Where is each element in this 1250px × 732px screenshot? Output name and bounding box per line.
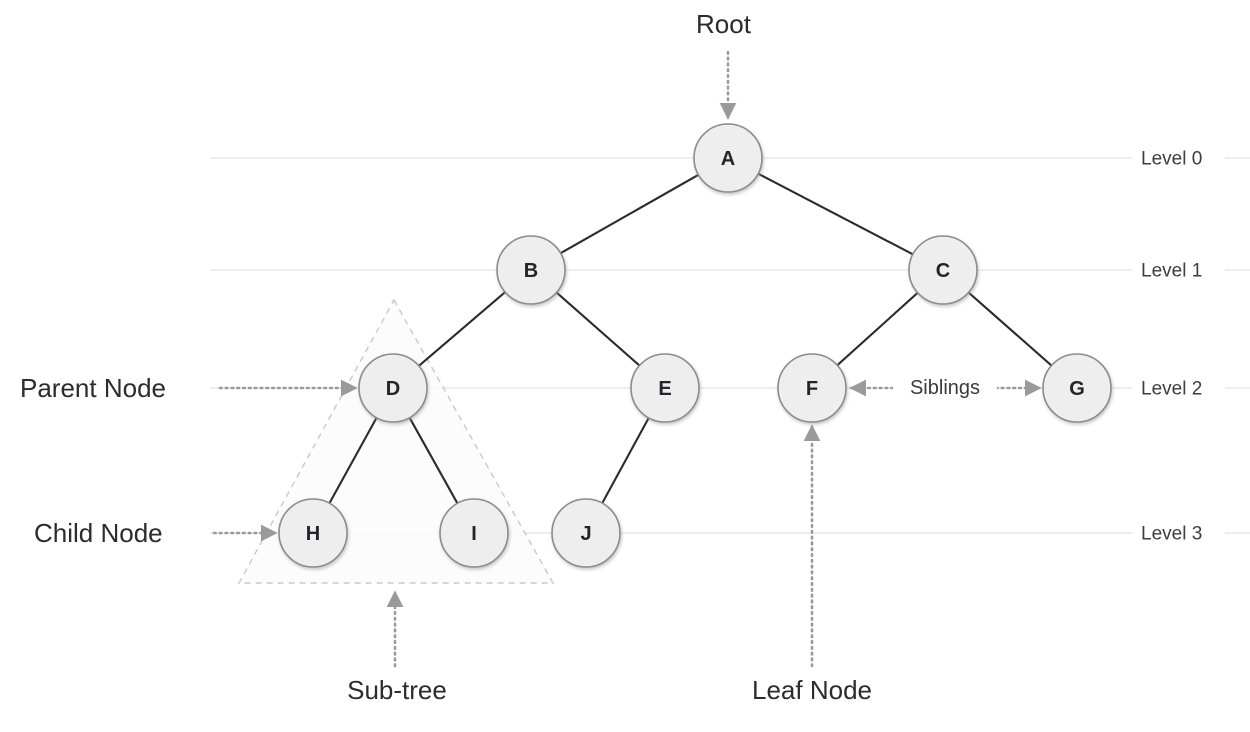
tree-node-C[interactable]: C (908, 235, 978, 305)
sub-tree-label: Sub-tree (347, 675, 447, 705)
node-circle-E (630, 353, 700, 423)
node-label-D: D (386, 378, 400, 400)
leaf-node-label: Leaf Node (752, 675, 872, 705)
node-label-F: F (806, 378, 818, 400)
tree-node-G[interactable]: G (1042, 353, 1112, 423)
parent-node-label: Parent Node (20, 373, 166, 403)
node-label-A: A (721, 148, 735, 170)
level-label-3: Level 3 (1141, 524, 1202, 545)
tree-edges-group (327, 172, 1054, 506)
node-circle-J (551, 498, 621, 568)
tree-edge-E-J (600, 415, 651, 506)
tree-node-H[interactable]: H (278, 498, 348, 568)
node-label-I: I (471, 523, 477, 545)
tree-node-J[interactable]: J (551, 498, 621, 568)
level-label-backdrop-0 (1133, 146, 1225, 170)
tree-node-E[interactable]: E (630, 353, 700, 423)
tree-node-B[interactable]: B (496, 235, 566, 305)
level-labels-group: Level 0 Level 1 Level 2 Level 3 (1133, 146, 1225, 545)
level-label-0: Level 0 (1141, 149, 1202, 170)
node-circle-F (777, 353, 847, 423)
node-circle-H (278, 498, 348, 568)
level-label-backdrop-1 (1133, 258, 1225, 282)
node-label-B: B (524, 260, 538, 282)
siblings-label: Siblings (910, 377, 980, 399)
tree-edge-C-F (835, 291, 920, 367)
node-label-E: E (658, 378, 671, 400)
level-label-backdrop-3 (1133, 521, 1225, 545)
tree-edge-D-I (408, 415, 459, 506)
node-circle-D (358, 353, 428, 423)
tree-edge-B-D (417, 290, 507, 368)
node-label-C: C (936, 260, 950, 282)
node-label-J: J (580, 523, 591, 545)
node-label-G: G (1069, 378, 1085, 400)
tree-node-D[interactable]: D (358, 353, 428, 423)
root-label: Root (696, 9, 752, 39)
node-label-H: H (306, 523, 320, 545)
tree-edge-A-B (558, 173, 701, 255)
node-circle-A (693, 123, 763, 193)
tree-edge-D-H (327, 415, 379, 506)
node-circle-B (496, 235, 566, 305)
node-circle-G (1042, 353, 1112, 423)
tree-edge-C-G (966, 290, 1054, 368)
level-label-backdrop-2 (1133, 376, 1225, 400)
tree-node-I[interactable]: I (439, 498, 509, 568)
tree-edge-B-E (554, 290, 642, 368)
tree-nodes-group: A B C D E F G H I J (278, 123, 1112, 568)
tree-edge-A-C (756, 172, 915, 256)
tree-node-F[interactable]: F (777, 353, 847, 423)
siblings-label-backdrop (893, 376, 997, 400)
level-label-1: Level 1 (1141, 261, 1202, 282)
child-node-label: Child Node (34, 518, 163, 548)
level-label-2: Level 2 (1141, 379, 1202, 400)
node-circle-I (439, 498, 509, 568)
annotation-arrows-group (212, 50, 1042, 668)
node-circle-C (908, 235, 978, 305)
tree-node-A[interactable]: A (693, 123, 763, 193)
